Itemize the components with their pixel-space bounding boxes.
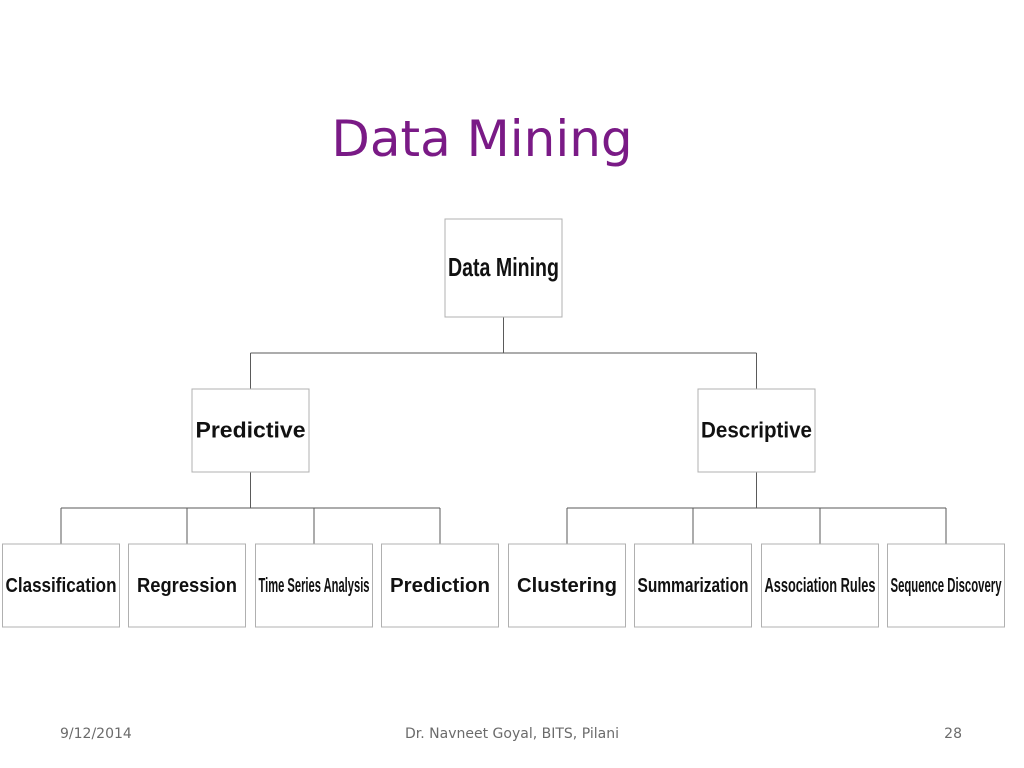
leaf-node-clustering-box (508, 543, 626, 628)
leaf-node-regression-box (128, 543, 246, 628)
leaf-node-association-rules-box (761, 543, 879, 628)
footer-date: 9/12/2014 (60, 726, 132, 742)
leaf-node-summarization-label: Summarization (638, 575, 749, 597)
page-title: Data Mining (331, 110, 633, 168)
connectors (60, 317, 947, 544)
branch-node-descriptive-label: Descriptive (701, 417, 812, 442)
leaf-node-clustering-label: Clustering (517, 575, 617, 597)
branch-node-descriptive-box (697, 388, 816, 473)
leaf-node-prediction-label: Prediction (390, 575, 490, 597)
leaf-node-regression-label: Regression (137, 575, 237, 597)
leaf-node-prediction-box (381, 543, 499, 628)
branch-node-predictive: Predictive (191, 388, 310, 473)
leaf-node-time-series-analysis-box (255, 543, 373, 628)
leaf-node-clustering: Clustering (508, 543, 626, 628)
leaf-node-association-rules: Association Rules (761, 543, 879, 628)
leaf-node-association-rules-label: Association Rules (765, 575, 876, 597)
branch-node-descriptive: Descriptive (697, 388, 816, 473)
leaf-node-summarization: Summarization (634, 543, 752, 628)
root-node-label: Data Mining (448, 252, 559, 282)
leaf-node-classification-box (2, 543, 120, 628)
leaf-node-sequence-discovery-box (887, 543, 1005, 628)
leaf-node-prediction: Prediction (381, 543, 499, 628)
leaf-node-classification-label: Classification (6, 575, 117, 597)
branch-node-predictive-box (191, 388, 310, 473)
leaf-node-time-series-analysis-label: Time Series Analysis (259, 575, 370, 597)
leaf-node-classification: Classification (2, 543, 120, 628)
footer-page-number: 28 (944, 726, 962, 742)
footer-author: Dr. Navneet Goyal, BITS, Pilani (405, 726, 619, 742)
leaf-node-summarization-box (634, 543, 752, 628)
branch-node-predictive-label: Predictive (196, 417, 306, 442)
leaf-node-time-series-analysis: Time Series Analysis (255, 543, 373, 628)
root-node-box (444, 218, 563, 318)
leaf-node-regression: Regression (128, 543, 246, 628)
root-node: Data Mining (444, 218, 563, 318)
leaf-node-sequence-discovery-label: Sequence Discovery (891, 575, 1002, 597)
leaf-node-sequence-discovery: Sequence Discovery (887, 543, 1005, 628)
